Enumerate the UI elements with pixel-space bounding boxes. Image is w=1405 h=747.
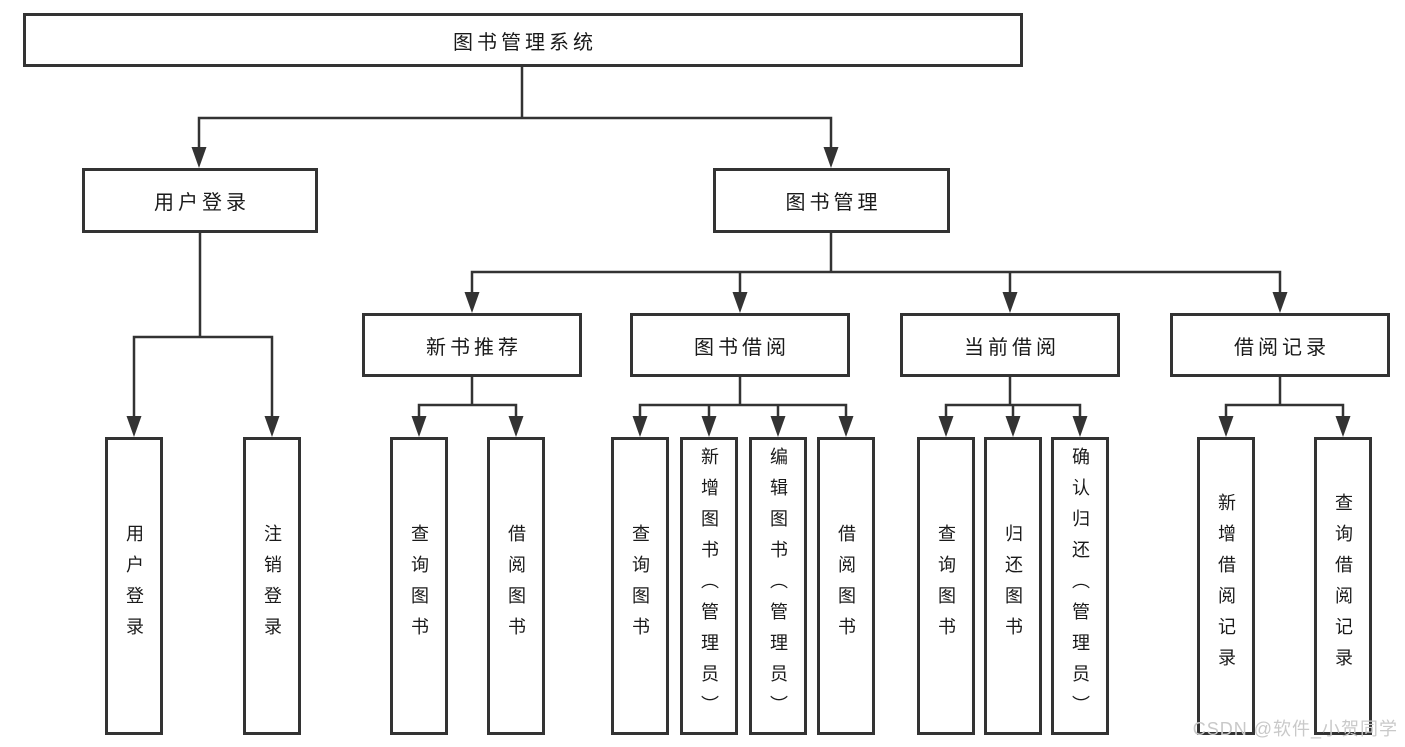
leaf-user-login: 用户登录: [105, 437, 163, 735]
leaf-borrow-books-label: 借阅图书: [836, 524, 856, 648]
leaf-user-login-label: 用户登录: [124, 524, 144, 648]
leaf-add-borrow-record: 新增借阅记录: [1197, 437, 1255, 735]
leaf-query-books-current-label: 查询图书: [936, 524, 956, 648]
leaf-query-borrow-record: 查询借阅记录: [1314, 437, 1372, 735]
leaf-borrow-books-recommend-label: 借阅图书: [506, 524, 526, 648]
node-book-management-label: 图书管理: [785, 192, 882, 214]
node-user-login-label: 用户登录: [154, 192, 250, 214]
leaf-edit-book-admin-label: 编辑图书（管理员）: [768, 446, 788, 726]
leaf-add-book-admin-label: 新增图书（管理员）: [699, 446, 719, 726]
leaf-query-books-recommend-label: 查询图书: [409, 524, 429, 648]
node-root: 图书管理系统: [23, 13, 1023, 67]
node-book-management: 图书管理: [713, 168, 950, 233]
leaf-query-books-current: 查询图书: [917, 437, 975, 735]
node-current-borrowing-label: 当前借阅: [964, 336, 1060, 359]
node-borrowing-records: 借阅记录: [1170, 313, 1390, 377]
leaf-query-books-borrowing: 查询图书: [611, 437, 669, 735]
leaf-return-books: 归还图书: [984, 437, 1042, 735]
leaf-add-borrow-record-label: 新增借阅记录: [1216, 493, 1236, 679]
leaf-add-book-admin: 新增图书（管理员）: [680, 437, 738, 735]
node-book-borrowing: 图书借阅: [630, 313, 850, 377]
node-borrowing-records-label: 借阅记录: [1234, 336, 1330, 359]
leaf-borrow-books-recommend: 借阅图书: [487, 437, 545, 735]
leaf-query-borrow-record-label: 查询借阅记录: [1333, 493, 1353, 679]
leaf-query-books-recommend: 查询图书: [390, 437, 448, 735]
leaf-query-books-borrowing-label: 查询图书: [630, 524, 650, 648]
node-new-book-recommend: 新书推荐: [362, 313, 582, 377]
node-user-login: 用户登录: [82, 168, 318, 233]
watermark: CSDN @软件_小贺同学: [1192, 719, 1398, 739]
leaf-logout: 注销登录: [243, 437, 301, 735]
leaf-edit-book-admin: 编辑图书（管理员）: [749, 437, 807, 735]
node-new-book-recommend-label: 新书推荐: [426, 336, 522, 359]
leaf-return-books-label: 归还图书: [1003, 524, 1023, 648]
leaf-confirm-return-admin: 确认归还（管理员）: [1051, 437, 1109, 735]
node-root-label: 图书管理系统: [453, 31, 597, 54]
leaf-borrow-books: 借阅图书: [817, 437, 875, 735]
node-current-borrowing: 当前借阅: [900, 313, 1120, 377]
leaf-logout-label: 注销登录: [262, 524, 282, 648]
node-book-borrowing-label: 图书借阅: [694, 336, 790, 359]
leaf-confirm-return-admin-label: 确认归还（管理员）: [1070, 446, 1090, 726]
